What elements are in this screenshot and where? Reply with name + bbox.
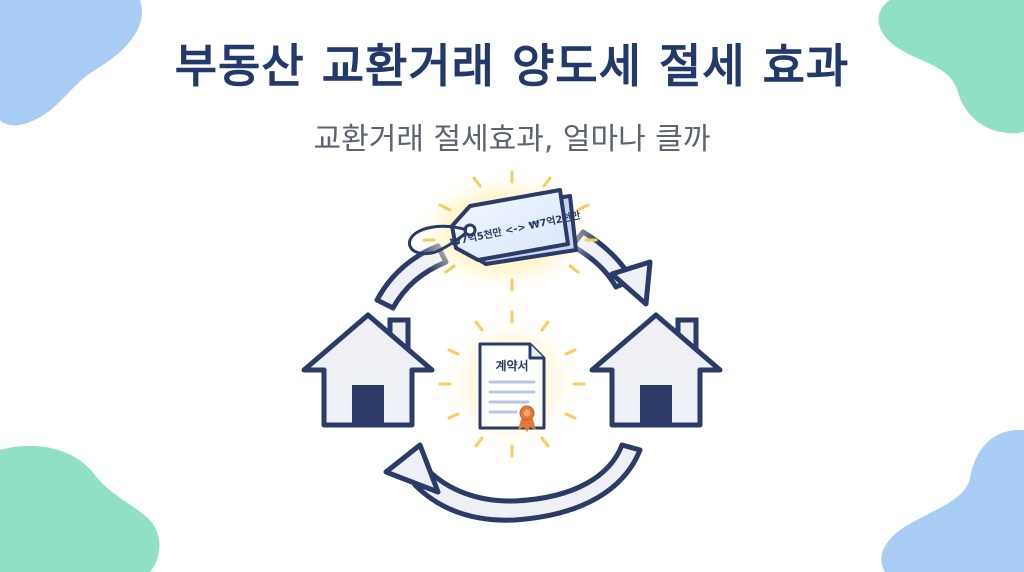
corner-blob-bottom-left: [0, 445, 160, 572]
right-house-icon: [589, 312, 723, 428]
corner-blob-top-left: [0, 0, 142, 126]
price-tag-icon: ₩7억5천만 <-> ₩7억2천만: [407, 188, 582, 266]
curved-arrow-left-icon: [383, 442, 643, 523]
page-subtitle: 교환거래 절세효과, 얼마나 클까: [313, 122, 711, 157]
seal-badge-icon: [518, 405, 536, 432]
page-title: 부동산 교환거래 양도세 절세 효과: [174, 39, 850, 93]
corner-blob-bottom-right: [881, 430, 1024, 572]
left-house-icon: [301, 312, 435, 428]
corner-blob-top-right: [878, 0, 1024, 134]
contract-title: 계약서: [495, 358, 528, 373]
contract-document-icon: 계약서: [478, 342, 546, 432]
